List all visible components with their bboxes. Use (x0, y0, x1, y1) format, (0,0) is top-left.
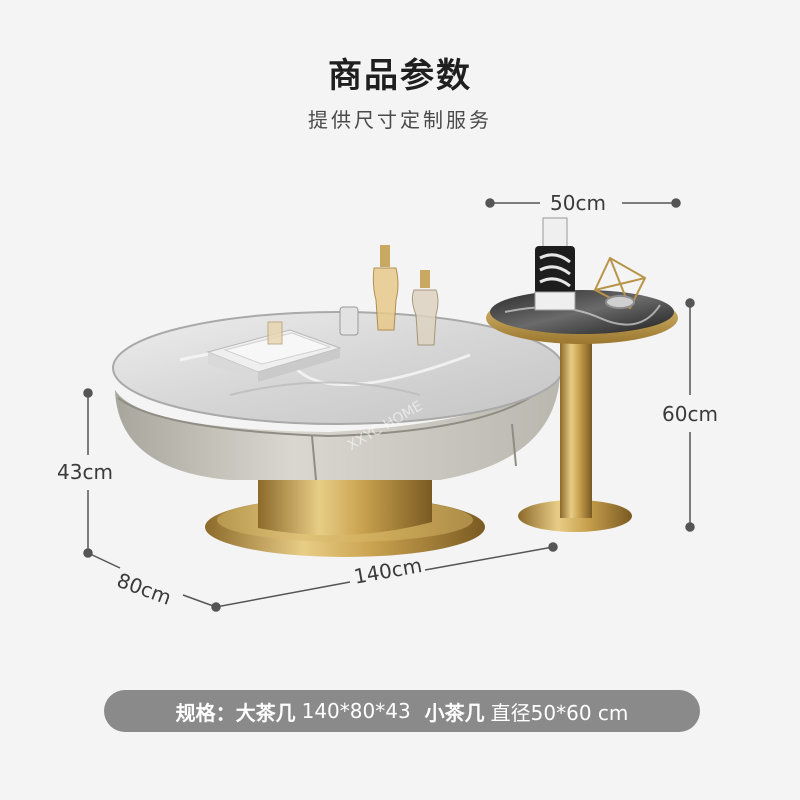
spec-small-value: 直径50*60 cm (490, 700, 629, 725)
gold-geometric-ornament (593, 256, 647, 310)
side-table-height-label: 60cm (662, 402, 718, 426)
glass-cup (339, 306, 359, 336)
spec-bar: 规格： 大茶几 140*80*43 小茶几 直径50*60 cm (104, 690, 700, 732)
spec-large-name: 大茶几 (235, 700, 296, 725)
decanter-bottle-short (411, 270, 439, 346)
vase (534, 217, 576, 311)
spec-label: 规格： (175, 700, 236, 725)
coffee-table-height-label: 43cm (57, 460, 113, 484)
coffee-table-pedestal (258, 470, 432, 536)
coffee-table-body (115, 360, 560, 480)
decanter-bottle-tall (372, 245, 399, 331)
drawer-seam-right (511, 423, 517, 467)
dimension-lines (83, 198, 695, 612)
coffee-table (112, 245, 564, 557)
drawer-seam-left (311, 435, 317, 481)
side-table-column (560, 330, 592, 518)
spec-small-name: 小茶几 (424, 700, 485, 725)
glass-candle-left (267, 321, 283, 345)
page-subtitle: 提供尺寸定制服务 (308, 108, 492, 132)
side-table-diameter-label: 50cm (550, 191, 606, 215)
side-table (486, 217, 678, 532)
spec-large-value: 140*80*43 (301, 699, 411, 723)
page-title: 商品参数 (328, 56, 472, 96)
